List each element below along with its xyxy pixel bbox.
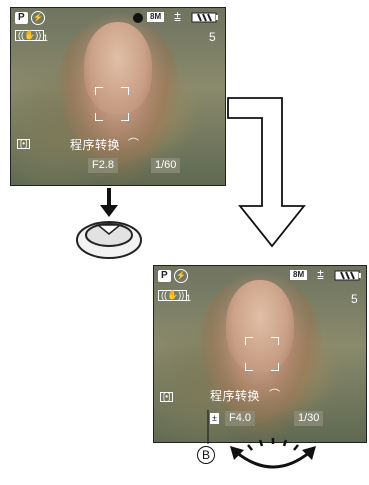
- flash-off-icon: ⚡: [174, 269, 188, 283]
- stabilizer-level: 1: [186, 293, 192, 303]
- program-shift-label: 程序转换: [210, 389, 261, 403]
- shots-remaining: 5: [209, 30, 216, 44]
- program-shift-icon: ⌒: [269, 389, 280, 401]
- resolution-indicator: 8M: [290, 270, 308, 280]
- quality-icon: ⩲: [174, 10, 182, 24]
- shots-remaining: 5: [351, 292, 358, 306]
- af-area: [95, 87, 129, 121]
- program-shift-label: 程序转换: [70, 138, 121, 152]
- aperture-value: F4.0: [225, 411, 256, 426]
- stabilizer-icon: ((✋)): [158, 290, 188, 301]
- battery-icon: [334, 270, 361, 281]
- shutter-button[interactable]: [72, 185, 150, 263]
- dial-arrows-icon: [230, 438, 316, 469]
- mode-indicator: P: [15, 12, 28, 24]
- record-dot-icon: [133, 13, 143, 23]
- af-area: [245, 337, 279, 371]
- shutter-value: 1/30: [294, 411, 324, 426]
- mode-indicator: P: [158, 270, 171, 282]
- metering-icon: [•]: [160, 392, 174, 402]
- callout-leader: [207, 410, 209, 444]
- lcd-screen-before: P ⚡ 8M ⩲ ((✋)) 1 5 [•] 程序转换 ⌒ F2.8 1/60: [10, 7, 226, 186]
- aperture-value: F2.8: [88, 158, 119, 173]
- callout-b: B: [197, 446, 215, 464]
- battery-icon: [191, 12, 218, 23]
- lcd-screen-after: P ⚡ 8M ⩲ ((✋)) 1 5 [•] 程序转换 ⌒ ± F4.0 1/3…: [153, 265, 367, 443]
- exposure-comp-icon: ±: [210, 413, 219, 424]
- flash-off-icon: ⚡: [31, 11, 45, 25]
- resolution-indicator: 8M: [147, 12, 165, 22]
- stabilizer-level: 1: [43, 33, 49, 43]
- transition-arrow: [227, 97, 306, 248]
- shutter-value: 1/60: [151, 158, 181, 173]
- quality-icon: ⩲: [317, 268, 325, 282]
- stabilizer-icon: ((✋)): [15, 30, 45, 41]
- program-shift-icon: ⌒: [128, 138, 139, 150]
- metering-icon: [•]: [17, 139, 31, 149]
